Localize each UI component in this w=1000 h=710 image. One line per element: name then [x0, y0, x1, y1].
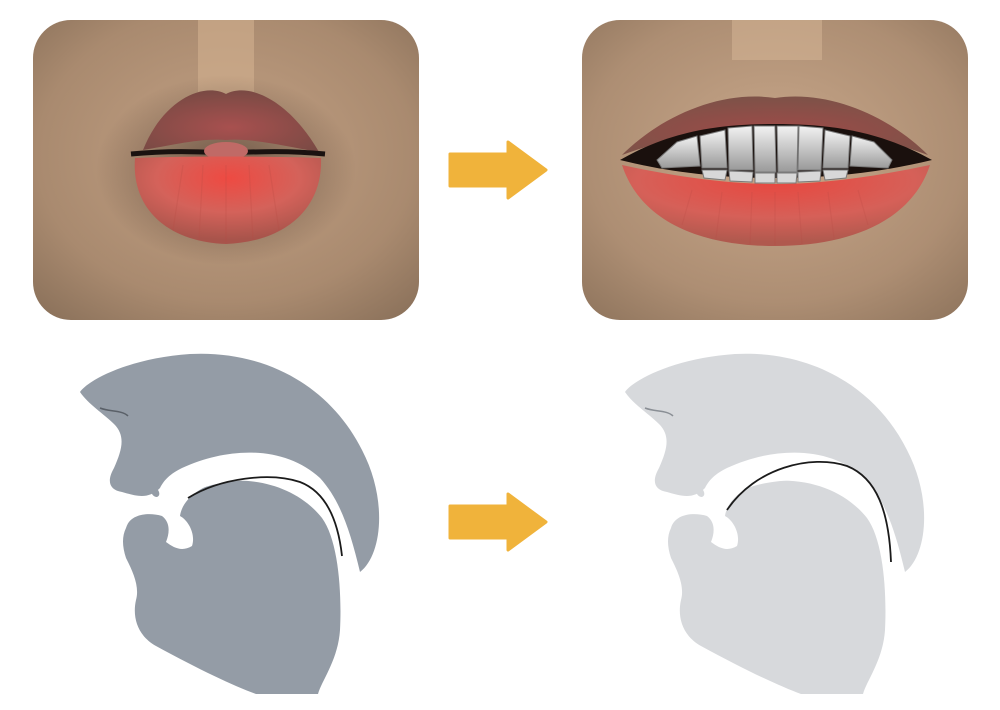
vocal-tract-section-open — [615, 350, 935, 700]
right-arrow-icon — [448, 140, 548, 200]
vocal-tract-section-closed — [70, 350, 390, 700]
closed-mouth-illustration — [33, 20, 419, 320]
closed-mouth-image — [33, 20, 419, 320]
open-mouth-illustration — [582, 20, 968, 320]
vocal-tract-diagram — [625, 353, 925, 694]
vocal-tract-diagram — [80, 353, 380, 694]
right-arrow-icon — [448, 492, 548, 552]
open-mouth-image — [582, 20, 968, 320]
